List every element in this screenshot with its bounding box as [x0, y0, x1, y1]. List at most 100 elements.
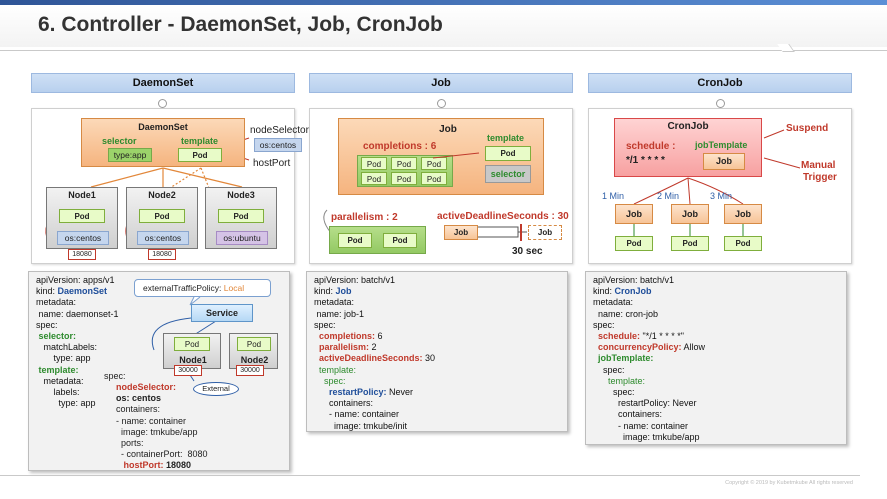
node-3: Node3 Pod os:ubuntu — [205, 187, 277, 249]
host-port-label: hostPort — [253, 158, 291, 169]
yaml-line: jobTemplate: — [593, 353, 654, 364]
service-connectors — [151, 296, 217, 382]
manual-trigger-label-1: Manual — [801, 160, 836, 171]
parallel-pod-group: Pod Pod — [329, 226, 426, 254]
node-selector-label: nodeSelector — [250, 125, 309, 136]
yaml-line: - containerPort: 8080 — [116, 449, 208, 460]
yaml-line: template: — [314, 364, 357, 375]
yaml-line: kind: — [314, 286, 336, 297]
yaml-line: 18080 — [166, 460, 192, 471]
yaml-line: image: tmkube/init — [314, 420, 408, 431]
yaml-value: Allow — [681, 342, 706, 353]
column-header-daemonset: DaemonSet — [31, 73, 295, 93]
yaml-line: template: — [593, 375, 646, 386]
footer-copyright: Copyright © 2019 by Kubetmkube All right… — [725, 480, 853, 486]
deadline-seconds: 30 sec — [512, 246, 543, 257]
policy-value: Local — [223, 283, 245, 293]
parallel-pod: Pod — [338, 233, 372, 248]
yaml-key: activeDeadlineSeconds: — [314, 353, 423, 364]
type-app-label: type:app — [108, 148, 152, 162]
yaml-line: name: job-1 — [314, 308, 365, 319]
node-1-host-port: 18080 — [68, 249, 96, 260]
callout-node-1-pod: Pod — [174, 337, 210, 351]
cron-job-1: Job — [615, 204, 653, 224]
cron-job-3: Job — [724, 204, 762, 224]
page-title: 6. Controller - DaemonSet, Job, CronJob — [38, 13, 443, 36]
yaml-line: - name: container — [314, 409, 400, 420]
node-2-pod: Pod — [139, 209, 185, 223]
yaml-line: - name: container — [593, 420, 689, 431]
node-2-name: Node2 — [148, 190, 176, 200]
callout-node-1-name: Node1 — [179, 355, 207, 365]
column-header-job: Job — [309, 73, 573, 93]
column-header-cronjob: CronJob — [588, 73, 852, 93]
active-deadline-label: activeDeadlineSeconds : 30 — [437, 211, 569, 222]
cron-pod-3: Pod — [724, 236, 762, 251]
yaml-line: image: tmkube/app — [116, 426, 198, 437]
cron-pod-1: Pod — [615, 236, 653, 251]
callout-node-2-name: Node2 — [240, 355, 269, 365]
completions-pod-group: Pod Pod Pod Pod Pod Pod — [357, 155, 453, 187]
yaml-line: spec: — [314, 319, 336, 330]
yaml-line: name: daemonset-1 — [36, 308, 119, 319]
yaml-line: type: app — [36, 398, 96, 409]
yaml-line: spec: — [314, 375, 346, 386]
yaml-line: matchLabels: — [36, 342, 98, 353]
yaml-value: Never — [386, 387, 414, 398]
completion-pod: Pod — [391, 157, 417, 170]
completions-label: completions : 6 — [363, 141, 437, 152]
node-1-pod: Pod — [59, 209, 105, 223]
yaml-line: apiVersion: batch/v1 — [593, 275, 675, 285]
cron-pod-2: Pod — [671, 236, 709, 251]
node-3-pod: Pod — [218, 209, 264, 223]
column-dot — [437, 99, 446, 108]
schedule-value: */1 * * * * — [626, 155, 665, 166]
footer-divider — [0, 475, 860, 476]
schedule-label: schedule : — [626, 141, 676, 152]
job-template-label: jobTemplate — [695, 140, 748, 150]
job-template-pod: Pod — [485, 146, 531, 161]
yaml-kind: CronJob — [614, 286, 652, 297]
deadline-job-end: Job — [528, 225, 562, 240]
parallelism-label: parallelism : 2 — [331, 212, 398, 223]
node-3-name: Node3 — [227, 190, 255, 200]
cronjob-box-title: CronJob — [667, 121, 709, 132]
yaml-line: ports: — [116, 438, 144, 449]
template-pod: Pod — [178, 148, 222, 162]
daemonset-box: DaemonSet selector type:app template Pod — [81, 118, 245, 167]
job-selector: selector — [485, 165, 531, 183]
interval-1: 1 Min — [602, 191, 625, 201]
yaml-line: name: cron-job — [593, 308, 659, 319]
job-template-label: template — [487, 133, 525, 143]
yaml-line: - name: container — [116, 415, 187, 426]
yaml-key: parallelism: — [314, 342, 370, 353]
yaml-kind: Job — [335, 286, 352, 297]
completion-pod: Pod — [391, 172, 417, 185]
cronjob-yaml: apiVersion: batch/v1 kind: CronJob metad… — [585, 271, 847, 445]
cron-job-2: Job — [671, 204, 709, 224]
interval-2: 2 Min — [657, 191, 680, 201]
yaml-line: containers: — [314, 398, 374, 409]
yaml-line: spec: — [36, 319, 58, 330]
deadline-job-start: Job — [444, 225, 478, 240]
yaml-line: apiVersion: apps/v1 — [36, 275, 115, 285]
completion-pod: Pod — [421, 172, 447, 185]
top-accent-bar — [0, 0, 887, 5]
selector-label: selector — [102, 136, 137, 146]
node-2: Node2 Pod os:centos — [126, 187, 198, 249]
yaml-kind: DaemonSet — [57, 286, 108, 297]
callout-node-1: Pod Node1 — [163, 333, 221, 369]
yaml-line: metadata: — [593, 297, 634, 308]
yaml-line: apiVersion: batch/v1 — [314, 275, 396, 285]
title-divider — [0, 50, 887, 51]
manual-trigger-label-2: Trigger — [803, 172, 837, 183]
yaml-line: template: — [36, 364, 79, 375]
yaml-line: spec: — [104, 371, 126, 381]
callout-node-2: Pod Node2 — [229, 333, 278, 369]
daemonset-yaml-containers: nodeSelector: os: centos containers: - n… — [116, 382, 208, 472]
yaml-value: 30 — [422, 353, 436, 364]
completion-pod: Pod — [361, 172, 387, 185]
yaml-line: labels: — [36, 387, 80, 398]
template-label: template — [181, 136, 219, 146]
yaml-key: concurrencyPolicy: — [593, 342, 682, 353]
